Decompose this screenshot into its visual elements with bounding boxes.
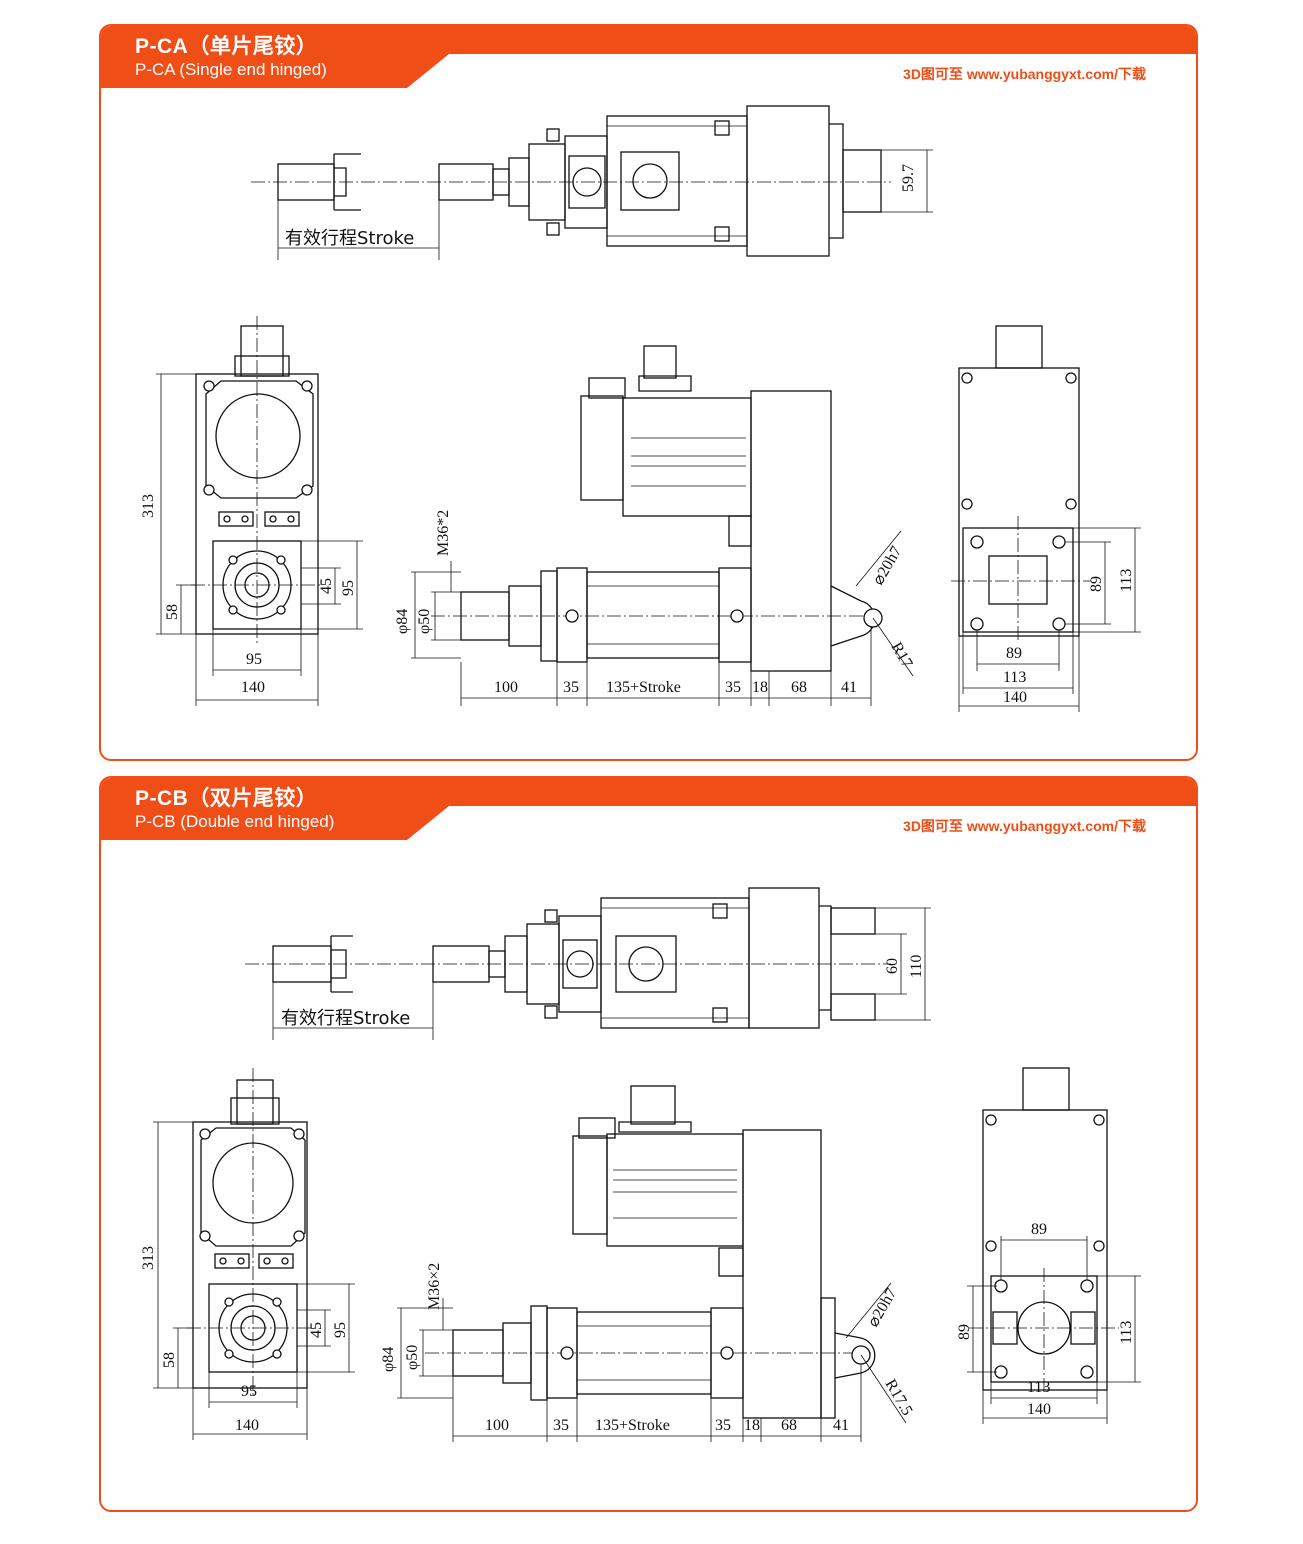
dim-inner: 60 (884, 958, 901, 974)
download-link[interactable]: 3D图可至 www.yubanggyxt.com/下载 (903, 66, 1146, 82)
dim-rear-v1: 89 (956, 1324, 973, 1340)
dim-w1: 95 (241, 1383, 257, 1400)
seg-3: 135+Stroke (595, 1417, 670, 1434)
seg-7: 41 (841, 679, 857, 696)
side-view: ⌀20h7 R17.5 M36×2 φ84 φ50 100 35 135+St (380, 1085, 916, 1442)
panel-header: P-CA（单片尾铰） P-CA (Single end hinged) (101, 26, 1196, 90)
dim-rear-v2: 113 (1118, 1321, 1135, 1344)
dim-pin: ⌀20h7 (870, 543, 906, 588)
dim-d84: φ84 (394, 609, 411, 634)
front-view: 313 58 45 95 95 140 (140, 1068, 355, 1440)
panel-title-en: P-CA (Single end hinged) (135, 60, 327, 79)
dim-radius: R17 (888, 640, 916, 672)
dim-rod-dia: 59.7 (900, 164, 917, 192)
dim-thread: M36*2 (435, 510, 452, 556)
seg-2: 35 (553, 1417, 569, 1434)
dim-flange: 95 (340, 580, 357, 596)
seg-2: 35 (563, 679, 579, 696)
dim-w2: 140 (241, 679, 265, 696)
dim-pcd: 45 (318, 578, 335, 594)
dim-stroke: 有效行程Stroke (281, 1008, 410, 1029)
dim-rear-h1: 89 (1006, 645, 1022, 662)
dim-rear-h2: 113 (1003, 669, 1026, 686)
seg-6: 68 (781, 1417, 797, 1434)
panel-title-cn: P-CA（单片尾铰） (135, 35, 318, 58)
header-banner (101, 778, 1196, 840)
dim-height: 313 (140, 494, 157, 518)
side-view: ⌀20h7 R17 M36*2 φ84 φ50 100 35 (394, 345, 916, 706)
seg-1: 100 (494, 679, 518, 696)
dim-rear-htop: 89 (1031, 1221, 1047, 1238)
dim-d50: φ50 (404, 1345, 421, 1370)
technical-drawing-p-cb: 60 110 有效行程Stroke (140, 887, 1141, 1442)
dim-d50: φ50 (416, 609, 433, 634)
dim-thread: M36×2 (426, 1263, 443, 1310)
dim-radius: R17.5 (882, 1377, 916, 1419)
rear-view: 89 113 89 113 140 (951, 325, 1141, 712)
seg-4: 35 (725, 679, 741, 696)
dim-rear-v2: 113 (1118, 569, 1135, 592)
dim-rear-h2: 113 (1027, 1379, 1050, 1396)
download-link[interactable]: 3D图可至 www.yubanggyxt.com/下载 (903, 818, 1146, 834)
dim-w1: 95 (246, 651, 262, 668)
dim-pcd: 45 (308, 1322, 325, 1338)
panel-p-cb: P-CB（双片尾铰） P-CB (Double end hinged) 3D图可… (99, 776, 1198, 1512)
dim-lower: 58 (164, 604, 181, 620)
dim-outer: 110 (908, 955, 925, 978)
dim-w2: 140 (235, 1417, 259, 1434)
technical-drawing-p-ca: 59.7 有效行程Stroke (140, 105, 1141, 712)
panel-title-cn: P-CB（双片尾铰） (135, 787, 318, 810)
panel-header: P-CB（双片尾铰） P-CB (Double end hinged) (101, 778, 1196, 842)
dim-height: 313 (140, 1246, 157, 1270)
seg-3: 135+Stroke (606, 679, 681, 696)
front-view: 313 58 45 95 95 140 (140, 316, 363, 706)
dim-lower: 58 (161, 1352, 178, 1368)
dim-d84: φ84 (380, 1347, 397, 1372)
panel-title-en: P-CB (Double end hinged) (135, 812, 335, 831)
seg-1: 100 (485, 1417, 509, 1434)
dim-flange: 95 (332, 1322, 349, 1338)
seg-6: 68 (791, 679, 807, 696)
dim-rear-h3: 140 (1027, 1401, 1051, 1418)
dim-pin: ⌀20h7 (865, 1285, 901, 1330)
seg-5: 18 (752, 679, 768, 696)
top-view: 59.7 有效行程Stroke (251, 105, 933, 260)
dim-rear-v1: 89 (1088, 576, 1105, 592)
seg-5: 18 (744, 1417, 760, 1434)
seg-7: 41 (833, 1417, 849, 1434)
dim-rear-h3: 140 (1003, 689, 1027, 706)
panel-p-ca: P-CA（单片尾铰） P-CA (Single end hinged) 3D图可… (99, 24, 1198, 761)
rear-view: 89 89 113 113 140 (956, 1067, 1141, 1424)
dim-stroke: 有效行程Stroke (285, 228, 414, 249)
top-view: 60 110 有效行程Stroke (245, 887, 931, 1040)
seg-4: 35 (715, 1417, 731, 1434)
header-banner (101, 26, 1196, 88)
